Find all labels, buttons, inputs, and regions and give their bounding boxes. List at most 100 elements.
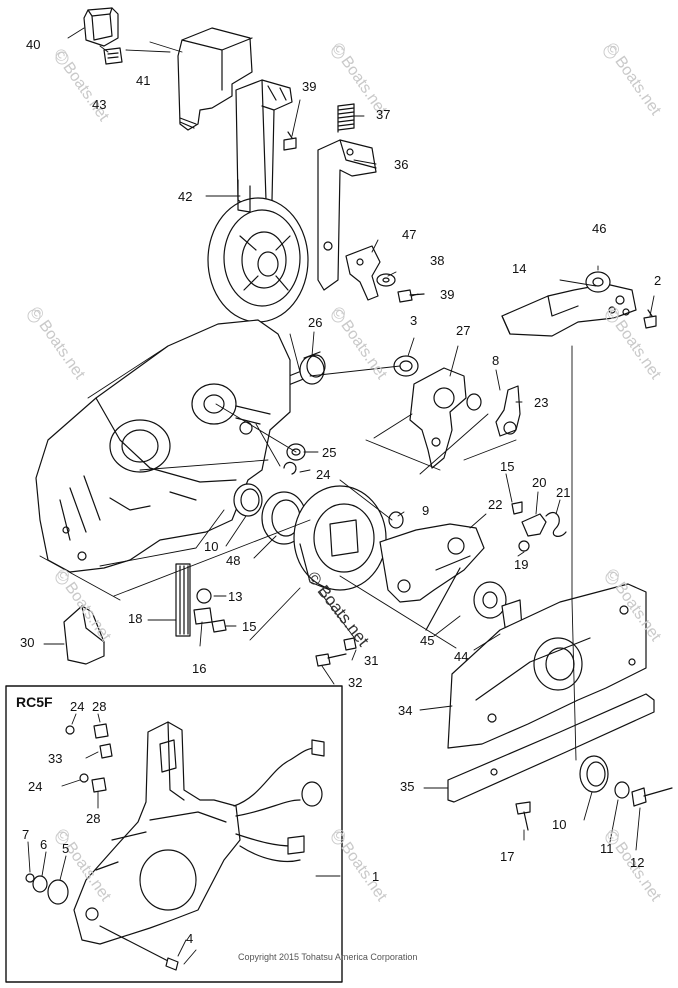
part-32-bolt	[315, 653, 347, 667]
label-40: 40	[26, 37, 41, 52]
part-39-screw-top	[283, 131, 297, 151]
part-14-throttle-lever	[501, 283, 637, 337]
part-22-lever-plate	[379, 523, 485, 631]
label-10-top: 10	[204, 539, 219, 554]
label-8: 8	[492, 353, 500, 368]
label-44: 44	[454, 649, 469, 664]
label-inset-33: 33	[48, 751, 63, 766]
label-36: 36	[394, 157, 409, 172]
label-inset-28-b: 28	[86, 811, 101, 826]
inset-part-24-b	[79, 773, 89, 783]
label-13: 13	[228, 589, 243, 604]
label-inset-5: 5	[62, 841, 70, 856]
label-39-lower: 39	[440, 287, 455, 302]
part-2-screw	[643, 309, 657, 329]
label-10-lower: 10	[552, 817, 567, 832]
inset-part-28-b	[91, 777, 107, 793]
label-14: 14	[512, 261, 527, 276]
part-27-cam-plate	[409, 367, 467, 469]
part-42-lever-arm	[207, 79, 309, 323]
copyright-text: Copyright 2015 Tohatsu America Corporati…	[238, 952, 418, 962]
part-24-clip	[283, 461, 297, 475]
label-inset-24-b: 24	[28, 779, 43, 794]
label-47: 47	[402, 227, 417, 242]
part-11-washer	[614, 781, 630, 799]
part-15-screw-left	[211, 619, 227, 633]
label-12: 12	[630, 855, 645, 870]
label-20: 20	[532, 475, 547, 490]
part-23-link	[495, 385, 521, 437]
label-18: 18	[128, 611, 143, 626]
inset-part-7	[25, 873, 35, 883]
label-31: 31	[364, 653, 379, 668]
part-9-roller	[388, 511, 404, 529]
label-16: 16	[192, 661, 207, 676]
inset-part-24-a	[65, 725, 75, 735]
label-43: 43	[92, 97, 107, 112]
part-8-washer	[466, 393, 482, 411]
part-18-friction-strip	[175, 563, 191, 637]
label-inset-4: 4	[186, 931, 194, 946]
label-inset-24-a: 24	[70, 699, 85, 714]
label-22: 22	[488, 497, 503, 512]
part-37-spring	[337, 103, 355, 133]
label-45: 45	[420, 633, 435, 648]
part-10-bearing-lower	[579, 755, 609, 793]
part-12-bolt	[631, 787, 673, 807]
label-15-right: 15	[500, 459, 515, 474]
label-41: 41	[136, 73, 151, 88]
part-17-screw	[515, 801, 531, 831]
part-31-nut	[343, 637, 357, 651]
inset-remote-control	[73, 721, 325, 945]
label-21: 21	[556, 485, 571, 500]
part-35-plate	[447, 693, 655, 803]
inset-rc5f	[5, 685, 343, 983]
label-39-top: 39	[302, 79, 317, 94]
part-36-detent-arm	[317, 139, 377, 291]
part-47-bracket	[345, 245, 381, 301]
label-2: 2	[654, 273, 662, 288]
part-10-bearing-top	[233, 483, 263, 517]
inset-part-6	[32, 875, 48, 893]
inset-part-5	[47, 879, 69, 905]
label-inset-1: 1	[372, 869, 380, 884]
part-gear-plate	[293, 485, 387, 591]
part-34-side-cover	[447, 583, 647, 749]
label-32: 32	[348, 675, 363, 690]
part-26-shaft	[283, 351, 326, 387]
part-16-plate	[193, 607, 213, 625]
label-27: 27	[456, 323, 471, 338]
label-9: 9	[422, 503, 430, 518]
label-19: 19	[514, 557, 529, 572]
part-15-screw-right	[511, 501, 523, 515]
part-39-screw-lower	[397, 289, 425, 303]
label-34: 34	[398, 703, 413, 718]
label-24-main: 24	[316, 467, 331, 482]
label-15-left: 15	[242, 619, 257, 634]
inset-part-28-a	[93, 723, 109, 739]
part-40-cover-cap	[83, 7, 119, 47]
inset-part-4-bolt	[99, 925, 179, 971]
label-inset-28-a: 28	[92, 699, 107, 714]
label-46: 46	[592, 221, 607, 236]
label-26: 26	[308, 315, 323, 330]
part-43-block	[103, 47, 123, 65]
label-inset-7: 7	[22, 827, 30, 842]
label-37: 37	[376, 107, 391, 122]
label-3: 3	[410, 313, 418, 328]
inset-title: RC5F	[16, 694, 53, 710]
inset-part-33	[99, 743, 113, 759]
part-20-spring-plate	[521, 513, 547, 537]
part-21-spring	[545, 511, 567, 537]
watermark-circles	[27, 45, 619, 845]
label-25: 25	[322, 445, 337, 460]
label-42: 42	[178, 189, 193, 204]
part-30-bracket	[63, 605, 105, 665]
label-17: 17	[500, 849, 515, 864]
label-11: 11	[600, 841, 614, 856]
label-inset-6: 6	[40, 837, 48, 852]
label-30: 30	[20, 635, 35, 650]
part-housing	[35, 319, 291, 573]
part-19-pin	[518, 540, 530, 552]
